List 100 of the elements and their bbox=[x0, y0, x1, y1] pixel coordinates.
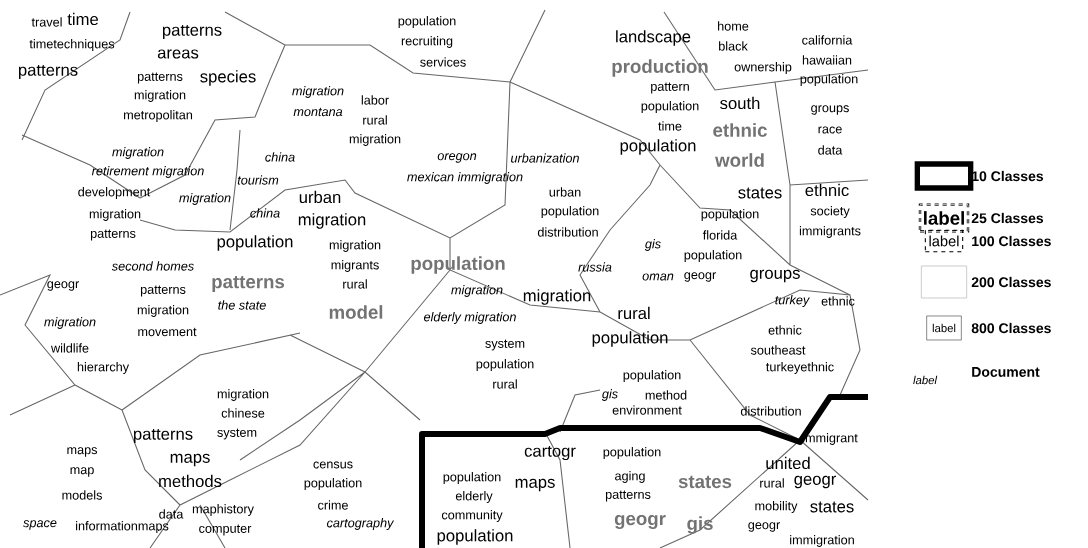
map-term: southeast bbox=[750, 345, 806, 355]
map-term: states bbox=[810, 501, 854, 513]
map-term: black bbox=[719, 41, 748, 51]
map-term: population bbox=[304, 478, 362, 490]
map-term: wildlife bbox=[51, 343, 89, 353]
map-term: population bbox=[541, 206, 599, 218]
map-term: time bbox=[67, 12, 98, 26]
map-term: cartogr bbox=[524, 445, 576, 461]
map-term: environment bbox=[612, 405, 682, 415]
map-term: oman bbox=[642, 273, 674, 281]
map-term: states bbox=[678, 475, 732, 489]
map-term: society bbox=[810, 206, 850, 218]
map-term: urban bbox=[549, 187, 581, 197]
map-term: population bbox=[684, 250, 742, 262]
map-term: distribution bbox=[537, 227, 598, 237]
map-term: movement bbox=[138, 327, 197, 337]
map-term: gis bbox=[644, 239, 661, 251]
map-term: migration bbox=[134, 90, 186, 102]
map-term: ownership bbox=[734, 62, 792, 74]
map-term: distribution bbox=[740, 406, 801, 416]
map-term: groups bbox=[811, 105, 849, 115]
map-term: maphistory bbox=[192, 504, 254, 516]
map-term: census bbox=[313, 461, 353, 469]
map-term: florida bbox=[702, 230, 738, 240]
map-term: patterns bbox=[137, 72, 183, 84]
map-term: groups bbox=[750, 269, 800, 283]
map-term: maps bbox=[170, 453, 210, 467]
map-term: informationmaps bbox=[76, 521, 169, 533]
map-term: hierarchy bbox=[77, 362, 130, 374]
map-term: migration bbox=[112, 147, 164, 159]
map-term: mexican immigration bbox=[407, 172, 523, 184]
map-term: methods bbox=[159, 474, 222, 488]
legend-sample: label bbox=[926, 315, 962, 341]
map-term: urban bbox=[299, 190, 341, 204]
map-term: method bbox=[645, 390, 687, 400]
map-term: migration bbox=[298, 213, 366, 229]
map-term: race bbox=[818, 126, 842, 134]
map-term: patterns bbox=[90, 229, 136, 241]
map-term: ethnic bbox=[713, 123, 767, 137]
map-term: landscape bbox=[616, 30, 691, 46]
map-term: population bbox=[701, 209, 759, 221]
map-term: states bbox=[738, 187, 782, 199]
map-term: migration bbox=[292, 86, 344, 98]
map-term: patterns bbox=[212, 275, 285, 292]
map-term: patterns bbox=[162, 24, 222, 40]
map-term: geogr bbox=[47, 281, 79, 291]
map-term: rural bbox=[363, 115, 387, 125]
map-term: areas bbox=[157, 49, 199, 59]
map-term: crime bbox=[318, 500, 348, 510]
map-term: turkeyethnic bbox=[766, 362, 834, 374]
map-term: travel bbox=[31, 17, 62, 27]
map-term: gis bbox=[601, 389, 618, 401]
map-term: rural bbox=[618, 306, 650, 320]
map-term: population bbox=[603, 447, 661, 459]
map-term: second homes bbox=[111, 261, 194, 271]
map-term: migration bbox=[89, 209, 141, 221]
map-term: migration bbox=[523, 289, 591, 305]
map-term: immigration bbox=[790, 535, 854, 547]
map-term: pattern bbox=[651, 82, 689, 94]
map-term: the state bbox=[218, 300, 266, 310]
map-term: ethnic bbox=[821, 296, 855, 306]
map-term: tourism bbox=[237, 175, 279, 185]
map-term: china bbox=[265, 152, 295, 162]
map-term: immigrants bbox=[799, 226, 861, 238]
map-term: system bbox=[217, 428, 257, 440]
map-term: chinese bbox=[221, 408, 265, 418]
legend-text: 200 Classes bbox=[971, 276, 1051, 288]
map-term: community bbox=[441, 510, 503, 522]
map-term: geogr bbox=[684, 272, 716, 282]
map-term: population bbox=[217, 235, 293, 251]
legend-sample: label bbox=[913, 375, 938, 385]
map-term: rural bbox=[760, 478, 784, 488]
map-term: hawaiian bbox=[802, 55, 852, 65]
map-term: south bbox=[720, 96, 760, 110]
map-term: population bbox=[592, 331, 668, 347]
map-term: time bbox=[658, 121, 682, 131]
map-term: patterns bbox=[133, 428, 193, 444]
map-term: home bbox=[718, 21, 749, 31]
map-term: retirement migration bbox=[91, 166, 204, 178]
map-term: elderly bbox=[455, 491, 493, 503]
map-term: map bbox=[70, 467, 94, 477]
map-term: population bbox=[476, 359, 534, 371]
map-term: patterns bbox=[605, 490, 651, 502]
map-term: species bbox=[200, 70, 256, 86]
map-term: population bbox=[398, 16, 456, 28]
legend-text: 800 Classes bbox=[971, 322, 1051, 334]
map-term: migration bbox=[137, 305, 189, 317]
map-term: patterns bbox=[18, 64, 78, 80]
map-term: metropolitan bbox=[124, 110, 193, 122]
map-term: migrants bbox=[331, 260, 379, 272]
map-term: migration bbox=[329, 240, 381, 252]
map-term: population bbox=[443, 472, 501, 484]
map-term: montana bbox=[293, 107, 343, 117]
map-term: california bbox=[802, 35, 853, 45]
map-term: population bbox=[623, 370, 681, 382]
map-term: computer bbox=[199, 524, 252, 536]
map-term: russia bbox=[578, 262, 612, 272]
map-term: maps bbox=[515, 478, 555, 492]
map-term: model bbox=[329, 305, 383, 319]
legend-sample: label bbox=[918, 203, 970, 233]
